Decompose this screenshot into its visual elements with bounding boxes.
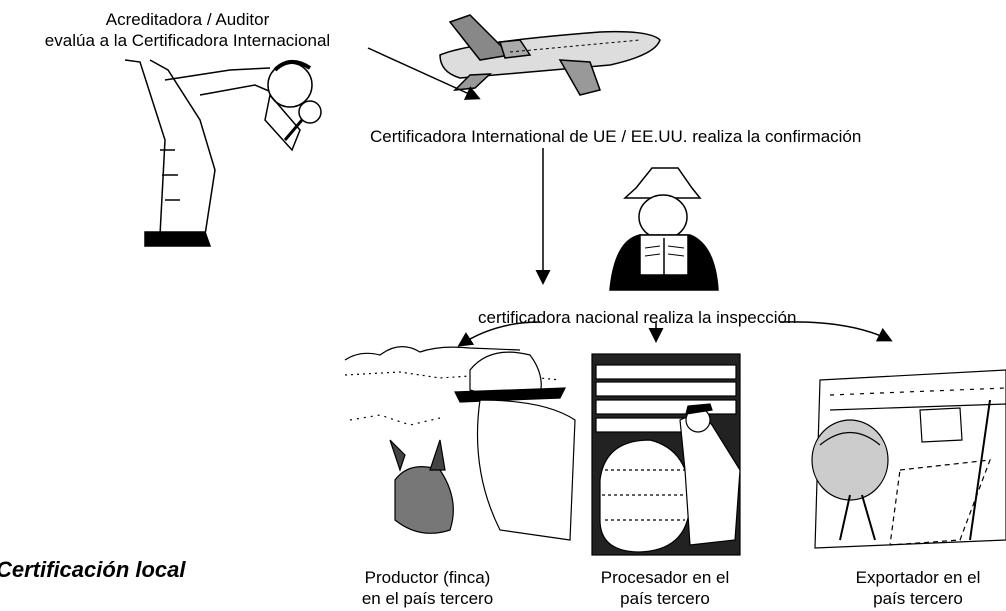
exporter-label-line2: país tercero — [873, 589, 963, 608]
exporter-label-line1: Exportador en el — [855, 568, 981, 587]
exporter-label: Exportador en el país tercero — [830, 567, 1006, 609]
page-title: Certificación local — [0, 557, 186, 582]
auditor-label: Acreditadora / Auditor evalúa a la Certi… — [0, 9, 375, 51]
producer-label-line2: en el país tercero — [361, 589, 494, 608]
producer-label: Productor (finca) en el país tercero — [345, 567, 510, 609]
processor-label-line2: país tercero — [620, 589, 710, 608]
producer-illustration — [344, 346, 576, 541]
auditor-label-line1: Acreditadora / Auditor — [105, 10, 270, 29]
national-label: certificadora nacional realiza la inspec… — [478, 308, 797, 327]
arrow-to-exporter — [779, 321, 893, 342]
arrow-to-producer — [457, 321, 541, 347]
arrow-auditor-to-international — [367, 47, 481, 100]
processor-label: Procesador en el país tercero — [575, 567, 755, 609]
exporter-illustration — [811, 369, 1006, 549]
processor-illustration — [591, 353, 741, 556]
auditor-label-line2: evalúa a la Certificadora Internacional — [44, 31, 331, 50]
auditor-illustration — [124, 59, 322, 247]
inspector-illustration — [609, 167, 719, 291]
producer-label-line1: Productor (finca) — [364, 568, 491, 587]
processor-label-line1: Procesador en el — [600, 568, 730, 587]
international-label: Certificadora International de UE / EE.U… — [370, 127, 862, 146]
airplane-illustration — [439, 14, 661, 96]
